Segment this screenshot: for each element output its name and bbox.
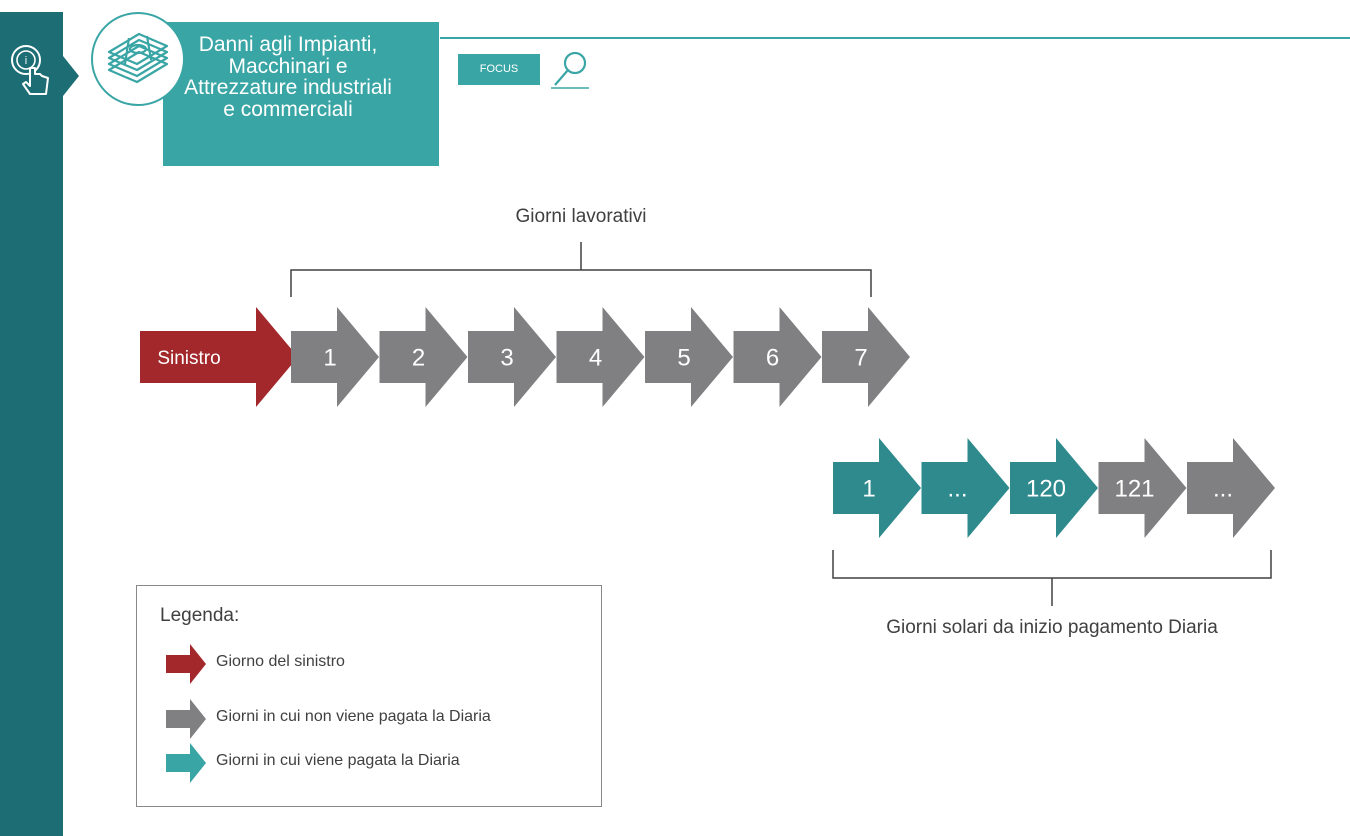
working-day-arrow-7-label: 7 <box>854 345 867 372</box>
money-stack-icon <box>107 32 169 84</box>
legend-not-paid-arrow <box>166 699 206 739</box>
working-day-arrow-1-shape <box>291 307 379 407</box>
claim-day-arrow-shape <box>140 307 298 407</box>
header-rule <box>440 37 1350 39</box>
page-title: Danni agli Impianti, Macchinari e Attrez… <box>184 33 392 121</box>
banner-icon-circle <box>91 12 185 106</box>
working-day-arrow-1: 1 <box>291 307 379 407</box>
calendar-day-arrow-5-shape <box>1187 438 1275 538</box>
working-days-label: Giorni lavorativi <box>515 206 647 227</box>
working-day-arrow-4-shape <box>556 307 645 407</box>
calendar-day-arrow-1: 1 <box>833 438 921 538</box>
working-day-arrow-2: 2 <box>379 307 468 407</box>
calendar-days-bracket <box>832 550 1272 606</box>
working-day-arrow-7-shape <box>822 307 910 407</box>
focus-button[interactable]: FOCUS <box>458 54 540 85</box>
working-day-arrow-4: 4 <box>556 307 645 407</box>
working-day-arrow-1-label: 1 <box>323 345 336 372</box>
legend-paid-label: Giorni in cui viene pagata la Diaria <box>216 752 460 769</box>
claim-day-arrow-label: Sinistro <box>157 348 220 369</box>
calendar-day-arrow-5: ... <box>1187 438 1275 538</box>
working-day-arrow-5-shape <box>645 307 733 407</box>
working-day-arrow-6-shape <box>733 307 822 407</box>
calendar-day-arrow-1-label: 1 <box>862 476 875 503</box>
calendar-day-arrow-1-shape <box>833 438 921 538</box>
calendar-days-label: Giorni solari da inizio pagamento Diaria <box>886 617 1218 638</box>
working-day-arrow-6-label: 6 <box>766 345 779 372</box>
calendar-day-arrow-2-label: ... <box>947 476 967 503</box>
sidebar <box>0 12 63 836</box>
working-day-arrow-4-label: 4 <box>589 345 602 372</box>
working-day-arrow-3-label: 3 <box>500 345 513 372</box>
working-day-arrow-3-shape <box>468 307 556 407</box>
working-days-bracket <box>290 242 872 297</box>
working-day-arrow-6: 6 <box>733 307 822 407</box>
calendar-day-arrow-4-label: 121 <box>1114 476 1154 503</box>
working-day-arrow-7: 7 <box>822 307 910 407</box>
working-day-arrow-5-label: 5 <box>677 345 690 372</box>
working-day-arrow-5: 5 <box>645 307 733 407</box>
legend-not-paid-label: Giorni in cui non viene pagata la Diaria <box>216 708 491 725</box>
working-day-arrow-2-label: 2 <box>412 345 425 372</box>
calendar-day-arrow-5-label: ... <box>1213 476 1233 503</box>
legend-box <box>136 585 602 807</box>
claim-day-arrow: Sinistro <box>140 307 298 407</box>
calendar-day-arrow-4-shape <box>1098 438 1187 538</box>
legend-title: Legenda: <box>160 605 240 626</box>
calendar-day-arrow-2: ... <box>921 438 1010 538</box>
magnifier-icon[interactable] <box>549 50 591 90</box>
legend-claim-arrow <box>166 644 206 684</box>
sidebar-notch <box>63 56 79 96</box>
info-touch-icon[interactable]: i <box>6 42 58 98</box>
legend-claim-label: Giorno del sinistro <box>216 653 345 670</box>
title-banner <box>163 22 439 166</box>
calendar-day-arrow-4: 121 <box>1098 438 1187 538</box>
calendar-day-arrow-3-label: 120 <box>1026 476 1066 503</box>
svg-text:i: i <box>25 55 27 67</box>
working-day-arrow-3: 3 <box>468 307 556 407</box>
calendar-day-arrow-2-shape <box>921 438 1010 538</box>
calendar-day-arrow-3: 120 <box>1010 438 1098 538</box>
calendar-day-arrow-3-shape <box>1010 438 1098 538</box>
legend-paid-arrow <box>166 743 206 783</box>
working-day-arrow-2-shape <box>379 307 468 407</box>
